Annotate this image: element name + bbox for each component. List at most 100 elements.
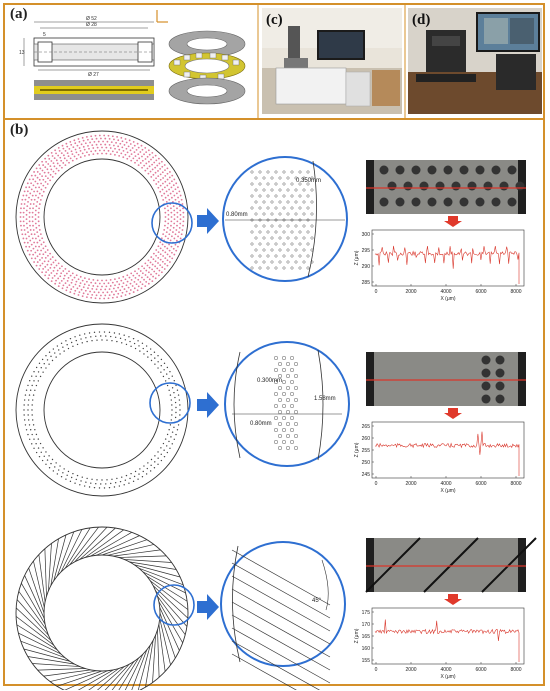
dimple-dot [41, 175, 43, 178]
groove-line [158, 624, 166, 672]
dimple-dot [28, 235, 30, 238]
dimple-dot [147, 259, 150, 262]
dimple-dot [144, 147, 147, 149]
dimple-dot [89, 141, 91, 144]
zoom-dimple [281, 415, 287, 421]
dimple-dot [32, 229, 35, 231]
groove-line [152, 635, 156, 683]
dimple-dot [111, 340, 113, 342]
x-tick-label: 4000 [440, 289, 451, 295]
micro-dimple [459, 165, 469, 175]
dimple-dot [58, 150, 61, 152]
dimple-dot [165, 200, 168, 203]
dimple-dot [154, 166, 157, 169]
dimple-dot [54, 259, 57, 262]
dimple-dot [32, 178, 35, 181]
dimple-dot [53, 157, 56, 160]
groove-line [134, 564, 181, 578]
groove-line [77, 669, 114, 690]
zoom-dimple [274, 194, 278, 198]
dimple-dot [64, 164, 67, 167]
dimple-dot [56, 269, 59, 272]
y-tick-label: 265 [362, 424, 371, 430]
dimple-dot [130, 472, 132, 475]
dimple-dot [108, 331, 111, 334]
down-arrow-icon [444, 408, 462, 419]
dimple-dot [145, 269, 148, 272]
dimple-dot [159, 247, 162, 250]
dimple-dot [169, 394, 172, 396]
dimple-dot [29, 438, 31, 440]
dimple-dot [166, 445, 168, 447]
dimple-dot [124, 294, 127, 296]
dimple-dot [42, 178, 45, 181]
dimple-dot [102, 140, 104, 143]
zoom-dimple [273, 427, 279, 433]
dimple-dot [153, 161, 156, 164]
dimple-dot [155, 183, 158, 185]
dimple-dot [92, 279, 95, 281]
zoom-dimple [310, 224, 314, 228]
dimple-dot [47, 177, 49, 180]
dimple-dot [56, 162, 59, 165]
dimple-dot [42, 184, 45, 187]
dimple-dot [76, 144, 79, 147]
dimple-dot [42, 371, 44, 373]
dimple-dot [170, 196, 173, 199]
dimple-dot [141, 276, 143, 279]
zoom-dimple [270, 260, 274, 264]
dimple-dot [67, 155, 70, 157]
x-tick-label: 6000 [475, 289, 486, 295]
dimple-dot [38, 164, 41, 166]
dimple-dot [82, 145, 85, 148]
dimple-dot [133, 287, 136, 290]
dimple-dot [161, 260, 164, 263]
dimple-dot [40, 188, 43, 191]
dimple-dot [29, 380, 31, 382]
dimple-dot [142, 347, 144, 350]
dimple-dot [117, 292, 120, 295]
dimple-dot [178, 399, 181, 401]
dimple-dot [173, 380, 175, 382]
groove-line [24, 575, 45, 619]
zoom-dimple [258, 194, 262, 198]
dimple-dot [170, 220, 173, 223]
micro-dimple [491, 165, 501, 175]
dimple-dot [151, 151, 154, 154]
micro-dimple [451, 181, 461, 191]
dimple-dot [159, 258, 162, 261]
dimple-dot [162, 198, 165, 201]
micro-dimple [379, 197, 389, 207]
dimple-dot [32, 224, 34, 227]
dimple-dot [144, 285, 147, 287]
groove-line [64, 670, 108, 690]
micro-dimple [495, 381, 505, 391]
dimple-dot [31, 375, 33, 377]
dimple-dot [38, 239, 41, 242]
groove-line [96, 535, 140, 556]
dimple-dot [122, 275, 125, 278]
dimple-dot [95, 137, 98, 140]
dimple-dot [100, 288, 102, 291]
dimple-dot [147, 149, 150, 152]
axis-indicator-icon [156, 10, 168, 23]
dimple-dot [57, 277, 60, 280]
dimple-dot [24, 394, 27, 396]
dimple-dot [25, 389, 28, 391]
micro-dimple [495, 394, 505, 404]
dimple-dot [48, 157, 51, 160]
dimple-dot [164, 211, 167, 214]
dimple-dot [127, 145, 130, 148]
dimple-dot [168, 233, 171, 236]
dimple-dot [25, 209, 28, 212]
dimple-dot [157, 157, 160, 160]
dimple-dot [23, 399, 26, 401]
dimple-dot [95, 288, 98, 291]
dimple-dot [69, 480, 72, 483]
dimple-dot [169, 229, 172, 231]
dimple-dot [160, 453, 162, 456]
groove-line [101, 539, 148, 556]
dimple-dot [54, 352, 56, 354]
dimple-dot [177, 235, 179, 238]
zoom-dimple [302, 212, 306, 216]
